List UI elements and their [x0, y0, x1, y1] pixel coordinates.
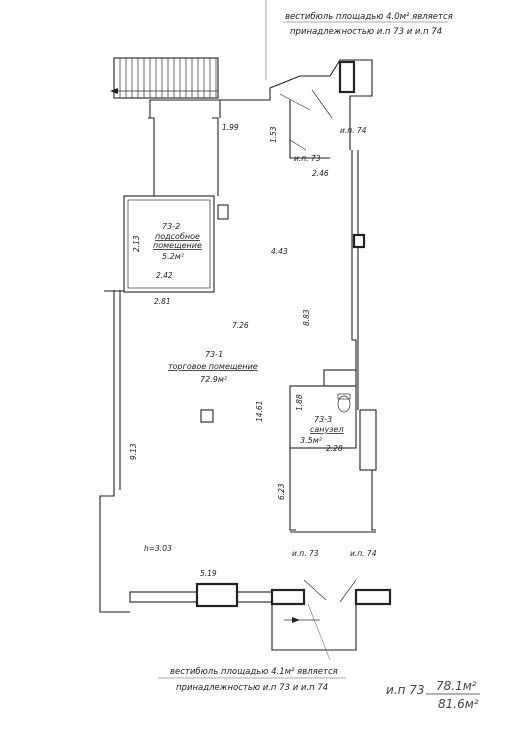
- bottom-pier-3: [354, 588, 392, 606]
- unit-ip73-bottom: и.п. 73: [292, 549, 319, 558]
- bottom-note-leader: [307, 603, 331, 661]
- bottom-pier-2: [270, 588, 306, 606]
- bottom-door-swing-2: [339, 579, 357, 603]
- top-left-wall: [149, 99, 221, 118]
- dim-2-13: 2.13: [132, 235, 141, 252]
- left-exterior-wall: [99, 290, 130, 613]
- staircase: [110, 57, 219, 99]
- dim-4-43: 4.43: [271, 247, 288, 256]
- store-room-inner: [127, 199, 211, 289]
- unit-ip74-bottom: и.п. 74: [350, 549, 377, 558]
- inner-column-right: [212, 117, 219, 196]
- dim-8-83: 8.83: [302, 309, 311, 326]
- bottom-note-line2: принадлежностью и.п 73 и и.п 74: [176, 683, 328, 693]
- totals-unit: и.п 73: [386, 683, 425, 697]
- bottom-pier-1: [195, 582, 239, 608]
- room-73-2-name-1: подсобное: [155, 232, 200, 241]
- dim-1-53: 1.53: [269, 126, 278, 143]
- bathroom-annex: [323, 369, 357, 387]
- right-partition-2: [371, 470, 376, 531]
- room-73-3-area: 3.5м²: [300, 436, 323, 445]
- top-vestibule-inner: [289, 100, 330, 159]
- dim-7-26: 7.26: [232, 321, 249, 330]
- toilet-tank-icon: [337, 393, 351, 400]
- right-partition: [289, 448, 296, 531]
- stair-arrow-head: [110, 88, 118, 94]
- ceiling-height: h=3.03: [144, 544, 172, 553]
- area-totals: и.п 73 78.1м² 81.6м²: [386, 679, 480, 711]
- bottom-vestibule-note: вестибюль площадью 4.1м² является принад…: [158, 603, 346, 693]
- walls: [99, 59, 392, 651]
- unit-ip73-top: и.п. 73: [294, 154, 321, 163]
- hall-column: [200, 409, 214, 423]
- bottom-entry-arrow: [292, 617, 300, 623]
- room-73-3-code: 73-3: [314, 415, 332, 424]
- dim-2-42: 2.42: [156, 271, 173, 280]
- stair-outline: [113, 57, 219, 99]
- right-wall-column: [352, 233, 366, 249]
- bottom-note-line1: вестибюль площадью 4.1м² является: [170, 667, 338, 677]
- room-73-1-area: 72.9м²: [200, 375, 228, 384]
- room-labels: 73-2 подсобное помещение 5.2м² 73-1 торг…: [153, 222, 344, 445]
- room-73-2-code: 73-2: [162, 222, 180, 231]
- dim-6-23: 6.23: [277, 483, 286, 500]
- store-room-niche: [217, 204, 229, 220]
- top-door-swing-2: [311, 89, 333, 119]
- bathroom-outline: [289, 385, 357, 449]
- dimensions: 1.99 1.53 2.46 4.43 2.13 2.42 2.81 7.26 …: [129, 123, 343, 578]
- dim-14-61: 14.61: [255, 401, 264, 422]
- top-vestibule-wall: [220, 59, 373, 150]
- stair-steps: [119, 58, 217, 98]
- bottom-vestibule: [271, 604, 357, 651]
- top-note-line1: вестибюль площадью 4.0м² является: [285, 12, 453, 22]
- top-door-swing-1: [279, 93, 311, 111]
- totals-area-1: 78.1м²: [436, 679, 477, 693]
- unit-ip74-top: и.п. 74: [340, 126, 367, 135]
- room-73-1-name: торговое помещение: [168, 362, 258, 371]
- top-note-line2: принадлежностью и.п 73 и и.п 74: [290, 27, 442, 37]
- store-room-outline: [123, 195, 215, 293]
- dim-1-99: 1.99: [222, 123, 239, 132]
- inner-column-left: [148, 117, 155, 196]
- dim-2-46: 2.46: [312, 169, 329, 178]
- bathroom-right-block: [359, 409, 377, 471]
- top-vestibule-column: [338, 60, 356, 94]
- dim-9-13: 9.13: [129, 443, 138, 460]
- dim-5-19: 5.19: [200, 569, 217, 578]
- room-73-3-name: санузел: [310, 425, 344, 434]
- top-vestibule-note: вестибюль площадью 4.0м² является принад…: [265, 0, 453, 80]
- bottom-door-swing-1: [303, 579, 327, 601]
- dim-2-81: 2.81: [154, 297, 171, 306]
- room-73-2-area: 5.2м²: [162, 252, 185, 261]
- toilet-icon: [337, 395, 351, 413]
- room-73-1-code: 73-1: [205, 350, 223, 359]
- unit-labels: и.п. 74 и.п. 73 и.п. 73 и.п. 74: [292, 126, 377, 558]
- right-wall-upper: [351, 150, 357, 372]
- dim-2-28: 2.28: [326, 444, 343, 453]
- room-73-2-name-2: помещение: [153, 241, 202, 250]
- top-door-swing-3: [289, 139, 307, 151]
- totals-area-2: 81.6м²: [438, 697, 479, 711]
- dim-1-88: 1.88: [295, 394, 304, 411]
